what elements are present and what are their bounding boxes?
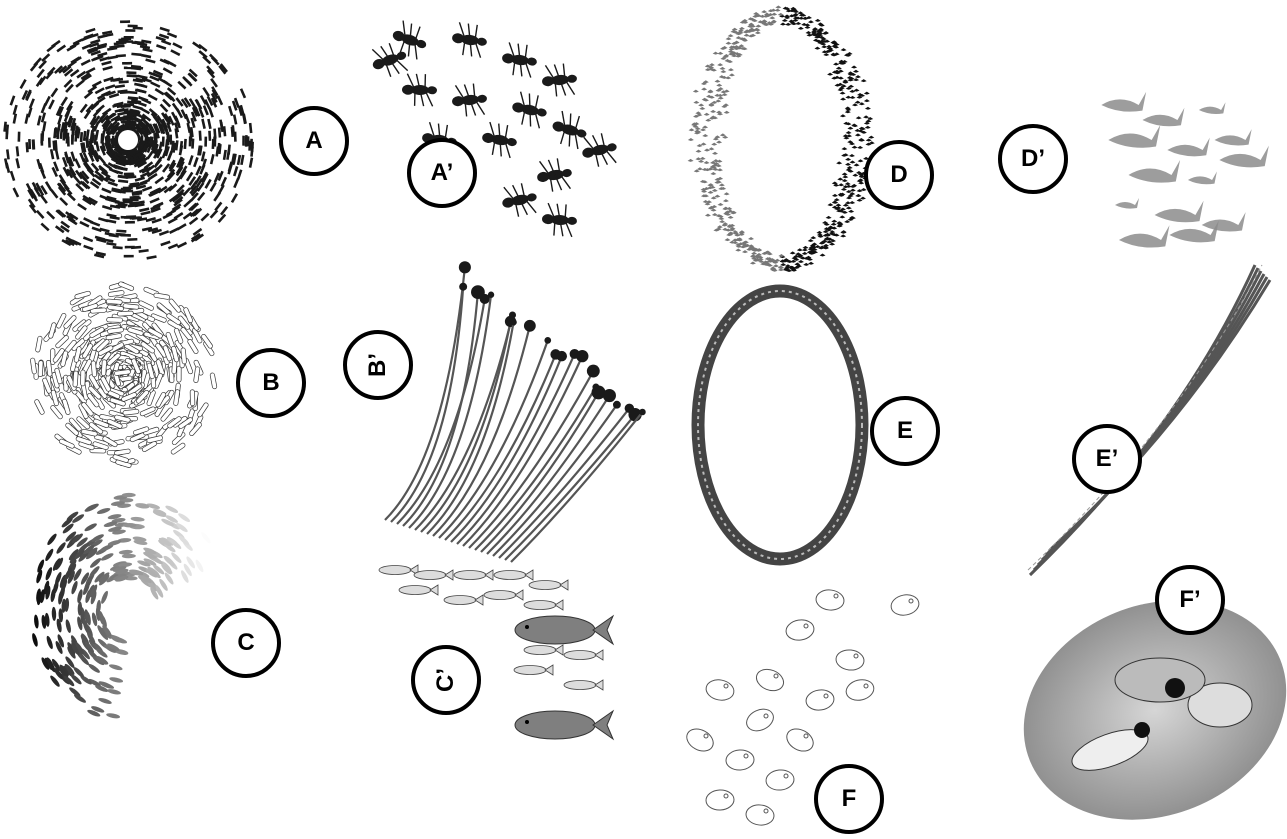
- fish-closeup-illustration: [379, 565, 613, 739]
- label-E: E: [870, 396, 940, 466]
- label-C-prime: C’: [411, 645, 481, 715]
- ants-closeup-illustration: [368, 19, 620, 237]
- label-B: B: [236, 348, 306, 418]
- cell-ring-illustration: [698, 291, 862, 559]
- label-C: C: [211, 608, 281, 678]
- shark-closeup-illustration: [1101, 92, 1269, 248]
- label-E-prime: E’: [1072, 424, 1142, 494]
- flock-ring-illustration: [688, 5, 875, 272]
- bacteria-vortex-illustration: [30, 281, 217, 468]
- label-F-prime: F’: [1155, 565, 1225, 635]
- label-A: A: [279, 106, 349, 176]
- bubble-closeup-illustration: [990, 562, 1287, 839]
- fish-school-vortex-illustration: [31, 493, 218, 719]
- bacterial-filaments-illustration: [385, 261, 646, 562]
- label-F: F: [814, 764, 884, 834]
- ant-mill-spiral-illustration: [3, 20, 254, 259]
- label-D: D: [864, 140, 934, 210]
- cell-band-closeup-illustration: [1028, 265, 1270, 575]
- label-D-prime: D’: [998, 124, 1068, 194]
- label-B-prime: B’: [343, 330, 413, 400]
- label-A-prime: A’: [407, 138, 477, 208]
- krill-swarm-illustration: [683, 589, 921, 827]
